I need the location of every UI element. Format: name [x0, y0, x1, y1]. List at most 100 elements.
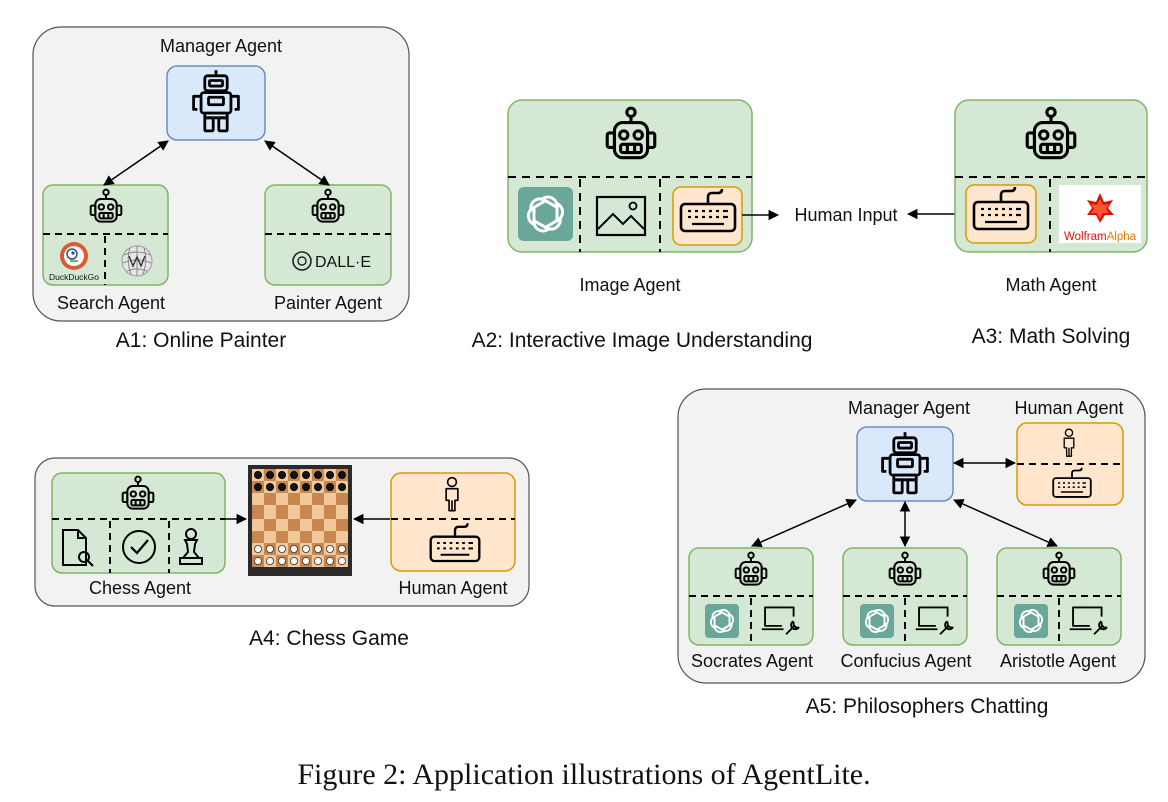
a1-caption: A1: Online Painter: [116, 329, 286, 352]
chess-piece: [289, 470, 298, 479]
chess-square: [276, 531, 288, 543]
confucius-label: Confucius Agent: [840, 651, 971, 671]
a5-manager-label: Manager Agent: [848, 398, 970, 418]
aristotle-label: Aristotle Agent: [1000, 651, 1116, 671]
chess-agent-label: Chess Agent: [89, 578, 191, 598]
a1-group: Manager Agent DuckDuckGo Search Agent: [32, 26, 410, 352]
chess-square: [252, 519, 264, 531]
chess-square: [288, 493, 300, 505]
chess-square: [264, 519, 276, 531]
chess-piece: [325, 482, 334, 491]
chess-piece: [313, 545, 322, 554]
chess-square: [288, 519, 300, 531]
chess-piece: [313, 557, 322, 566]
a1-manager-label: Manager Agent: [160, 36, 282, 56]
chessboard-image: [248, 465, 352, 576]
chess-piece: [253, 470, 262, 479]
chess-piece: [301, 557, 310, 566]
a5-group: Manager Agent Human Agent Socrates Agent…: [677, 388, 1146, 718]
a1-arrow-search: [103, 140, 169, 186]
chess-square: [300, 505, 312, 519]
chess-piece: [289, 545, 298, 554]
a2-image-agent-label: Image Agent: [579, 275, 680, 295]
socrates-label: Socrates Agent: [691, 651, 813, 671]
a3-math-agent-label: Math Agent: [1005, 275, 1096, 295]
chess-piece: [253, 545, 262, 554]
chess-piece: [289, 482, 298, 491]
check-circle-icon: [122, 530, 156, 564]
a4-caption: A4: Chess Game: [249, 627, 409, 650]
a2-caption: A2: Interactive Image Understanding: [472, 329, 813, 352]
dalle-text: DALL·E: [315, 254, 371, 271]
a3-group: WolframAlpha Math Agent A3: Math Solving: [954, 99, 1148, 348]
a5-arrow-socrates: [751, 499, 857, 547]
chess-piece: [253, 557, 262, 566]
a5-arrow-aristotle: [953, 499, 1058, 547]
chess-square: [276, 519, 288, 531]
chess-square: [264, 505, 276, 519]
chess-piece: [313, 470, 322, 479]
chess-square: [336, 493, 348, 505]
openai-logo-icon: [518, 187, 573, 241]
chess-piece: [301, 545, 310, 554]
chess-square: [276, 505, 288, 519]
chess-square: [324, 505, 336, 519]
chess-piece: [301, 470, 310, 479]
chess-square: [252, 531, 264, 543]
chess-square: [252, 505, 264, 519]
a2-group: Image Agent Human Input A2: Interactive …: [472, 99, 966, 352]
chess-piece: [313, 482, 322, 491]
chess-square: [264, 493, 276, 505]
chess-piece: [289, 557, 298, 566]
chess-piece: [325, 557, 334, 566]
chess-square: [336, 505, 348, 519]
duckduckgo-label: DuckDuckGo: [49, 272, 99, 282]
chess-piece: [337, 557, 346, 566]
chess-piece: [265, 545, 274, 554]
chess-piece: [277, 545, 286, 554]
chess-square: [336, 519, 348, 531]
chess-square: [276, 493, 288, 505]
document-search-icon: [62, 529, 94, 567]
image-icon: [595, 195, 647, 237]
chess-piece: [337, 470, 346, 479]
duckduckgo-icon: [60, 242, 88, 270]
chess-square: [312, 519, 324, 531]
chess-piece: [325, 470, 334, 479]
chess-square: [288, 531, 300, 543]
chess-piece: [277, 482, 286, 491]
a1-arrow-painter: [264, 140, 330, 186]
a4-human-agent-box: [390, 472, 516, 572]
a5-caption: A5: Philosophers Chatting: [806, 695, 1049, 718]
dalle-logo: DALL·E: [292, 251, 371, 271]
chess-piece: [253, 482, 262, 491]
chess-piece: [265, 482, 274, 491]
chess-piece: [265, 557, 274, 566]
chess-square: [300, 531, 312, 543]
chess-piece: [301, 482, 310, 491]
a3-caption: A3: Math Solving: [972, 325, 1131, 348]
chess-piece: [337, 482, 346, 491]
a1-search-label: Search Agent: [57, 293, 165, 313]
a4-group: Chess Agent Human Agent A4: Chess Game: [34, 457, 530, 650]
wikipedia-icon: [121, 245, 153, 277]
figure-caption: Figure 2: Application illustrations of A…: [297, 758, 870, 791]
chess-square: [264, 531, 276, 543]
chess-square: [324, 519, 336, 531]
chess-square: [300, 493, 312, 505]
chess-square: [300, 519, 312, 531]
chess-square: [312, 493, 324, 505]
chess-piece: [277, 557, 286, 566]
chess-square: [252, 493, 264, 505]
wolframalpha-text: WolframAlpha: [1064, 231, 1137, 243]
chess-square: [288, 505, 300, 519]
chess-square: [324, 531, 336, 543]
pawn-icon: [179, 528, 203, 565]
chess-square: [312, 531, 324, 543]
chess-piece: [265, 470, 274, 479]
a4-human-agent-label: Human Agent: [398, 578, 507, 598]
chess-square: [324, 493, 336, 505]
a1-manager-box: [166, 65, 266, 141]
chess-piece: [325, 545, 334, 554]
